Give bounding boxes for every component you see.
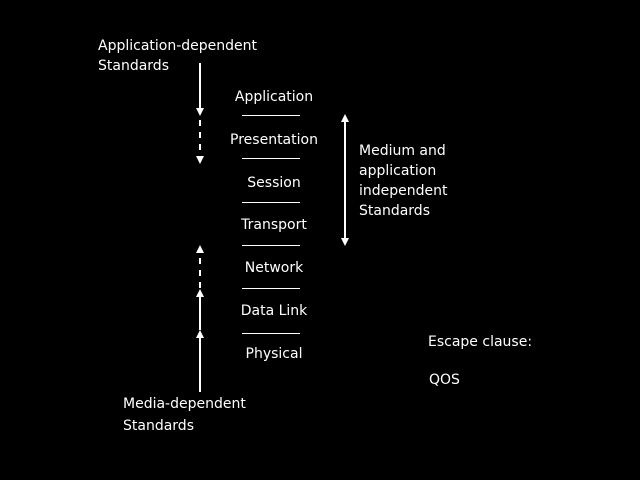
layer-physical: Physical xyxy=(245,346,303,362)
media-dependent-up-arrow xyxy=(196,245,204,392)
escape-clause-label: Escape clause: xyxy=(428,334,533,350)
media-dependent-label-line1: Media-dependent xyxy=(123,396,246,412)
app-dependent-label-line1: Application-dependent xyxy=(98,38,258,54)
layer-network: Network xyxy=(244,260,304,276)
medium-independent-label-line4: Standards xyxy=(359,203,430,219)
qos-label: QOS xyxy=(429,372,460,388)
layer-session: Session xyxy=(247,175,301,191)
app-dependent-label-line2: Standards xyxy=(98,58,169,74)
layer-separator xyxy=(242,245,300,246)
layer-separator xyxy=(242,288,300,289)
layer-separator xyxy=(242,115,300,116)
layer-presentation: Presentation xyxy=(230,132,318,148)
layer-application: Application xyxy=(234,89,314,105)
media-dependent-label-line2: Standards xyxy=(123,418,194,434)
medium-independent-label-line2: application xyxy=(359,163,437,179)
app-dependent-down-arrow xyxy=(196,63,204,164)
layer-transport: Transport xyxy=(241,217,307,233)
layer-separator xyxy=(242,202,300,203)
layer-separator xyxy=(242,158,300,159)
medium-independent-label-line3: independent xyxy=(359,183,448,199)
medium-independent-label-line1: Medium and xyxy=(359,143,446,159)
medium-independent-double-arrow xyxy=(341,114,349,246)
layer-separator xyxy=(242,333,300,334)
layer-data-link: Data Link xyxy=(240,303,308,319)
